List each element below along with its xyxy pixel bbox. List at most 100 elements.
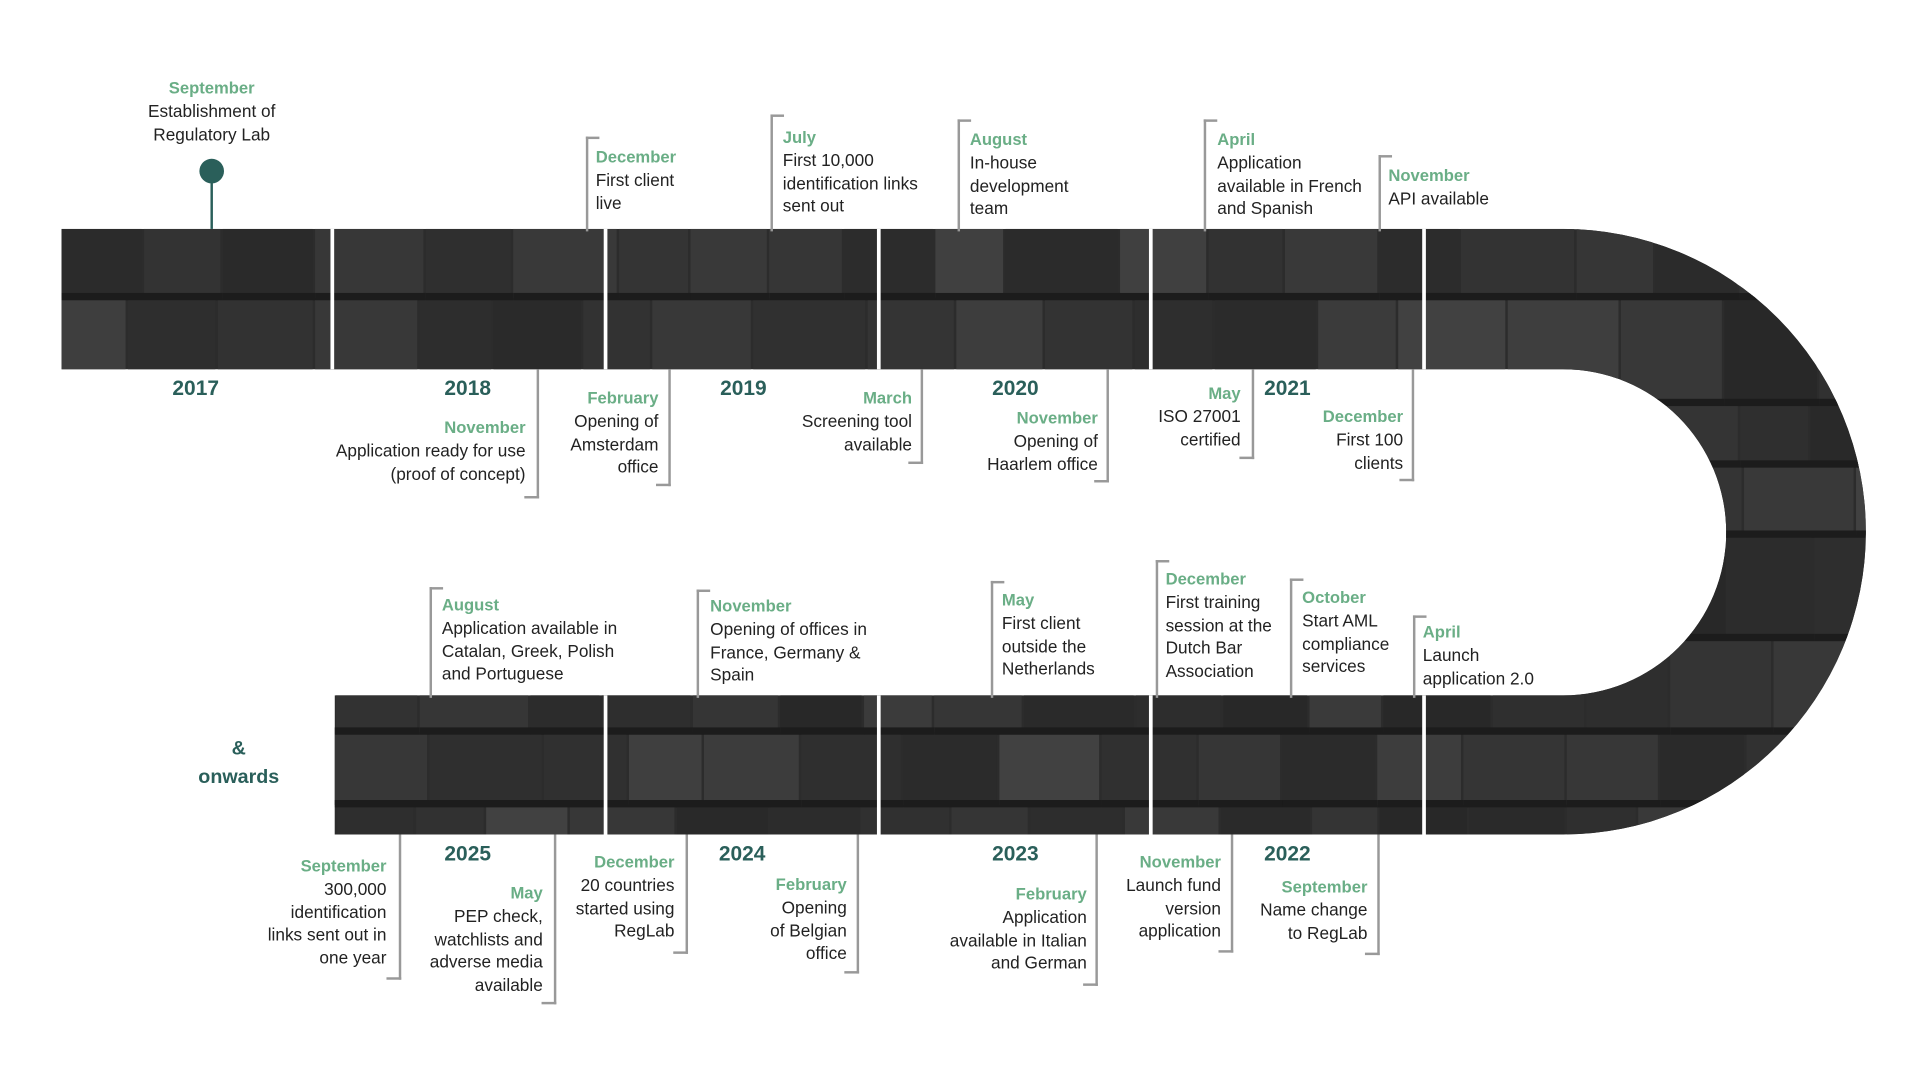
texture-shadow [1490,460,1559,468]
texture-shadow [1820,800,1866,808]
event-text: available in French [1217,175,1362,196]
texture-shadow [1507,398,1621,407]
texture-shadow [844,292,936,301]
texture-shadow [999,800,1102,808]
texture-shadow [238,633,351,642]
texture-block [864,641,932,733]
event-text: session at the [1165,614,1272,635]
texture-block [1377,734,1461,805]
texture-shadow [1136,727,1224,735]
texture-block [217,300,313,404]
texture-shadow [61,398,129,407]
onwards-label: &onwards [198,735,279,792]
event-month: November [1388,166,1470,185]
texture-block [1576,228,1653,298]
event-text: ISO 27001 [1158,406,1241,426]
texture-shadow [619,292,691,301]
event-bracket [1155,560,1170,698]
texture-shadow [1203,460,1314,468]
event-month: May [1208,384,1241,403]
texture-shadow [1463,800,1567,808]
texture-block [1726,807,1839,835]
event-text: Opening of [1013,430,1098,451]
event-text: started using [575,897,675,918]
event-month: August [969,130,1028,149]
texture-block [844,228,933,298]
texture-shadow [249,800,328,808]
texture-block [336,641,418,733]
texture-block [1571,467,1642,536]
texture-block [825,467,926,536]
event-bracket [844,834,860,974]
texture-shadow [1492,727,1587,735]
year-label: 2023 [992,841,1039,866]
texture-block [1814,537,1866,639]
texture-shadow [1024,727,1137,735]
texture-shadow [1810,460,1866,468]
event-text: application [1138,920,1221,941]
event-month: December [1322,407,1404,426]
event-bracket [656,369,671,487]
texture-block [1208,228,1283,298]
event-bracket [541,834,557,1005]
texture-block [429,734,542,805]
event-month: November [1016,408,1098,428]
texture-shadow [222,292,316,301]
texture-shadow [1841,906,1916,913]
texture-shadow [406,530,494,538]
event-text: compliance [1302,633,1390,653]
year-label: 2018 [444,376,491,401]
texture-block [1666,406,1738,466]
year-label: 2019 [720,376,767,401]
event-bracket [696,589,711,698]
event-text: 300,000 [324,878,387,899]
event-month: February [587,388,659,408]
texture-block [1740,406,1809,466]
event-text: Application [1217,152,1302,173]
texture-block [1638,807,1725,835]
texture-shadow [1558,460,1667,468]
texture-shadow [903,800,1000,808]
event-bracket [1094,369,1109,483]
texture-block [222,228,313,298]
texture-block [1841,807,1866,835]
texture-shadow [217,398,316,407]
texture-shadow [860,906,951,913]
texture-shadow [49,906,138,913]
year-label: 2024 [718,841,766,866]
texture-block [1296,467,1383,536]
texture-shadow [1377,800,1464,808]
texture-shadow [1843,292,1866,301]
texture-shadow [1568,633,1636,642]
texture-shadow [1571,530,1645,538]
texture-block [801,734,901,805]
event-text: Spain [710,664,755,685]
texture-block [1728,537,1812,639]
texture-block [935,228,1004,298]
texture-shadow [1383,727,1493,735]
texture-block [61,807,136,835]
event-month: November [444,418,526,437]
texture-shadow [1740,460,1811,468]
texture-shadow [752,460,842,468]
event-text: PEP check, [454,905,543,926]
event-bracket [770,114,785,232]
texture-block [1312,807,1378,835]
texture-block [704,734,799,805]
event-text: to RegLab [1287,922,1368,943]
texture-block [676,807,769,835]
event-text: Haarlem office [987,453,1098,474]
texture-block [327,734,428,805]
texture-block [233,467,307,536]
texture-shadow [769,292,845,301]
texture-shadow [1728,633,1815,642]
texture-shadow [61,460,136,468]
texture-shadow [429,800,545,808]
event-bracket [1083,834,1098,986]
texture-block [416,807,484,835]
event-text: API available [1388,188,1489,209]
